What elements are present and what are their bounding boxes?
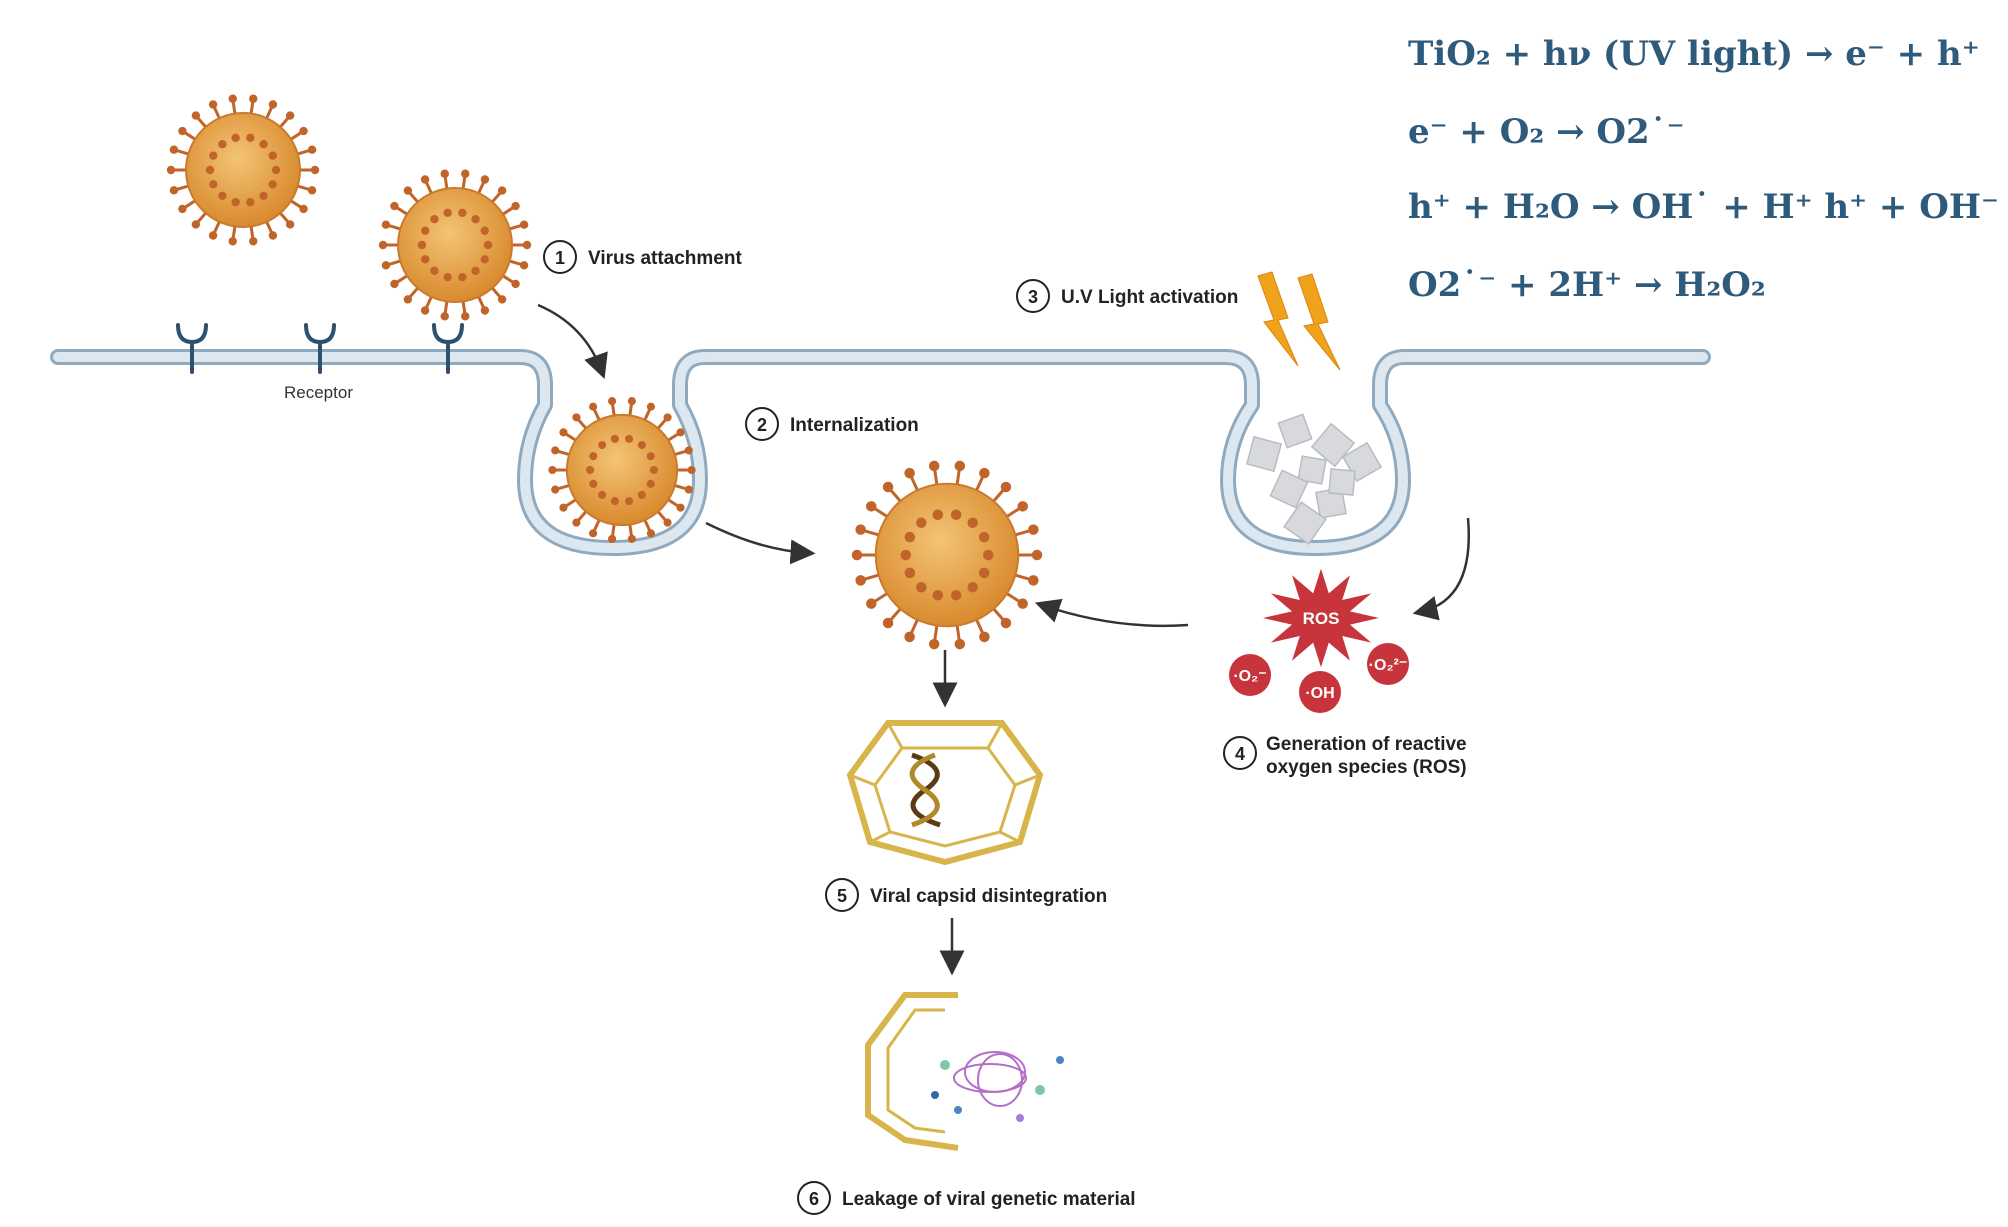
- step-6-label: Leakage of viral genetic material: [842, 1189, 1136, 1210]
- step-3: 3 U.V Light activation: [1016, 279, 1238, 313]
- lightning-icon: [1257, 271, 1341, 371]
- step-4-label-line2: oxygen species (ROS): [1266, 757, 1467, 778]
- virus-icon: [548, 397, 696, 543]
- ros-label: ROS: [1303, 609, 1340, 628]
- virus-icon: [378, 169, 532, 321]
- step-5-label: Viral capsid disintegration: [870, 886, 1107, 907]
- step-4: 4 Generation of reactive oxygen species …: [1223, 734, 1467, 778]
- cell-membrane: [50, 349, 1711, 556]
- step-1: 1 Virus attachment: [543, 240, 742, 274]
- step-4-label-line1: Generation of reactive: [1266, 734, 1467, 755]
- capsid-icon: [846, 720, 1044, 866]
- equation-1: TiO₂ + hν (UV light) → e⁻ + h⁺: [1408, 34, 1980, 74]
- step-5: 5 Viral capsid disintegration: [825, 878, 1107, 912]
- equation-3: h⁺ + H₂O → OH˙ + H⁺ h⁺ + OH⁻ → OH˙: [1408, 187, 2008, 227]
- step-number: 3: [1028, 287, 1038, 307]
- equation-4: O2˙⁻ + 2H⁺ → H₂O₂: [1408, 265, 1766, 305]
- step-2-label: Internalization: [790, 415, 919, 436]
- dna-icon: [909, 752, 941, 828]
- step-number: 2: [757, 415, 767, 435]
- reaction-equations: TiO₂ + hν (UV light) → e⁻ + h⁺ e⁻ + O₂ →…: [1408, 34, 2008, 305]
- virus-group: [166, 94, 1043, 650]
- step-number: 6: [809, 1189, 819, 1209]
- radical-o2-2-label: ·O₂²⁻: [1369, 657, 1408, 674]
- virus-icon: [851, 460, 1043, 650]
- virus-icon: [166, 94, 320, 246]
- step-6: 6 Leakage of viral genetic material: [797, 1181, 1136, 1215]
- receptor-icon: [176, 323, 464, 374]
- step-1-label: Virus attachment: [588, 248, 742, 269]
- equation-2: e⁻ + O₂ → O2˙⁻: [1408, 112, 1685, 152]
- step-3-label: U.V Light activation: [1061, 287, 1238, 308]
- broken-capsid-icon: [865, 992, 1064, 1151]
- step-number: 5: [837, 886, 847, 906]
- radical-oh-label: ·OH: [1305, 685, 1334, 702]
- radical-o2-label: ·O₂⁻: [1233, 668, 1266, 685]
- receptor-label: Receptor: [284, 383, 353, 402]
- step-2: 2 Internalization: [745, 407, 919, 441]
- step-number: 1: [555, 248, 565, 268]
- ros-burst-icon: ROS ·O₂⁻ ·OH ·O₂²⁻: [1229, 568, 1409, 713]
- step-number: 4: [1235, 744, 1245, 764]
- arrow-icon: [537, 303, 1470, 976]
- tio2-particle-icon: [1245, 413, 1383, 545]
